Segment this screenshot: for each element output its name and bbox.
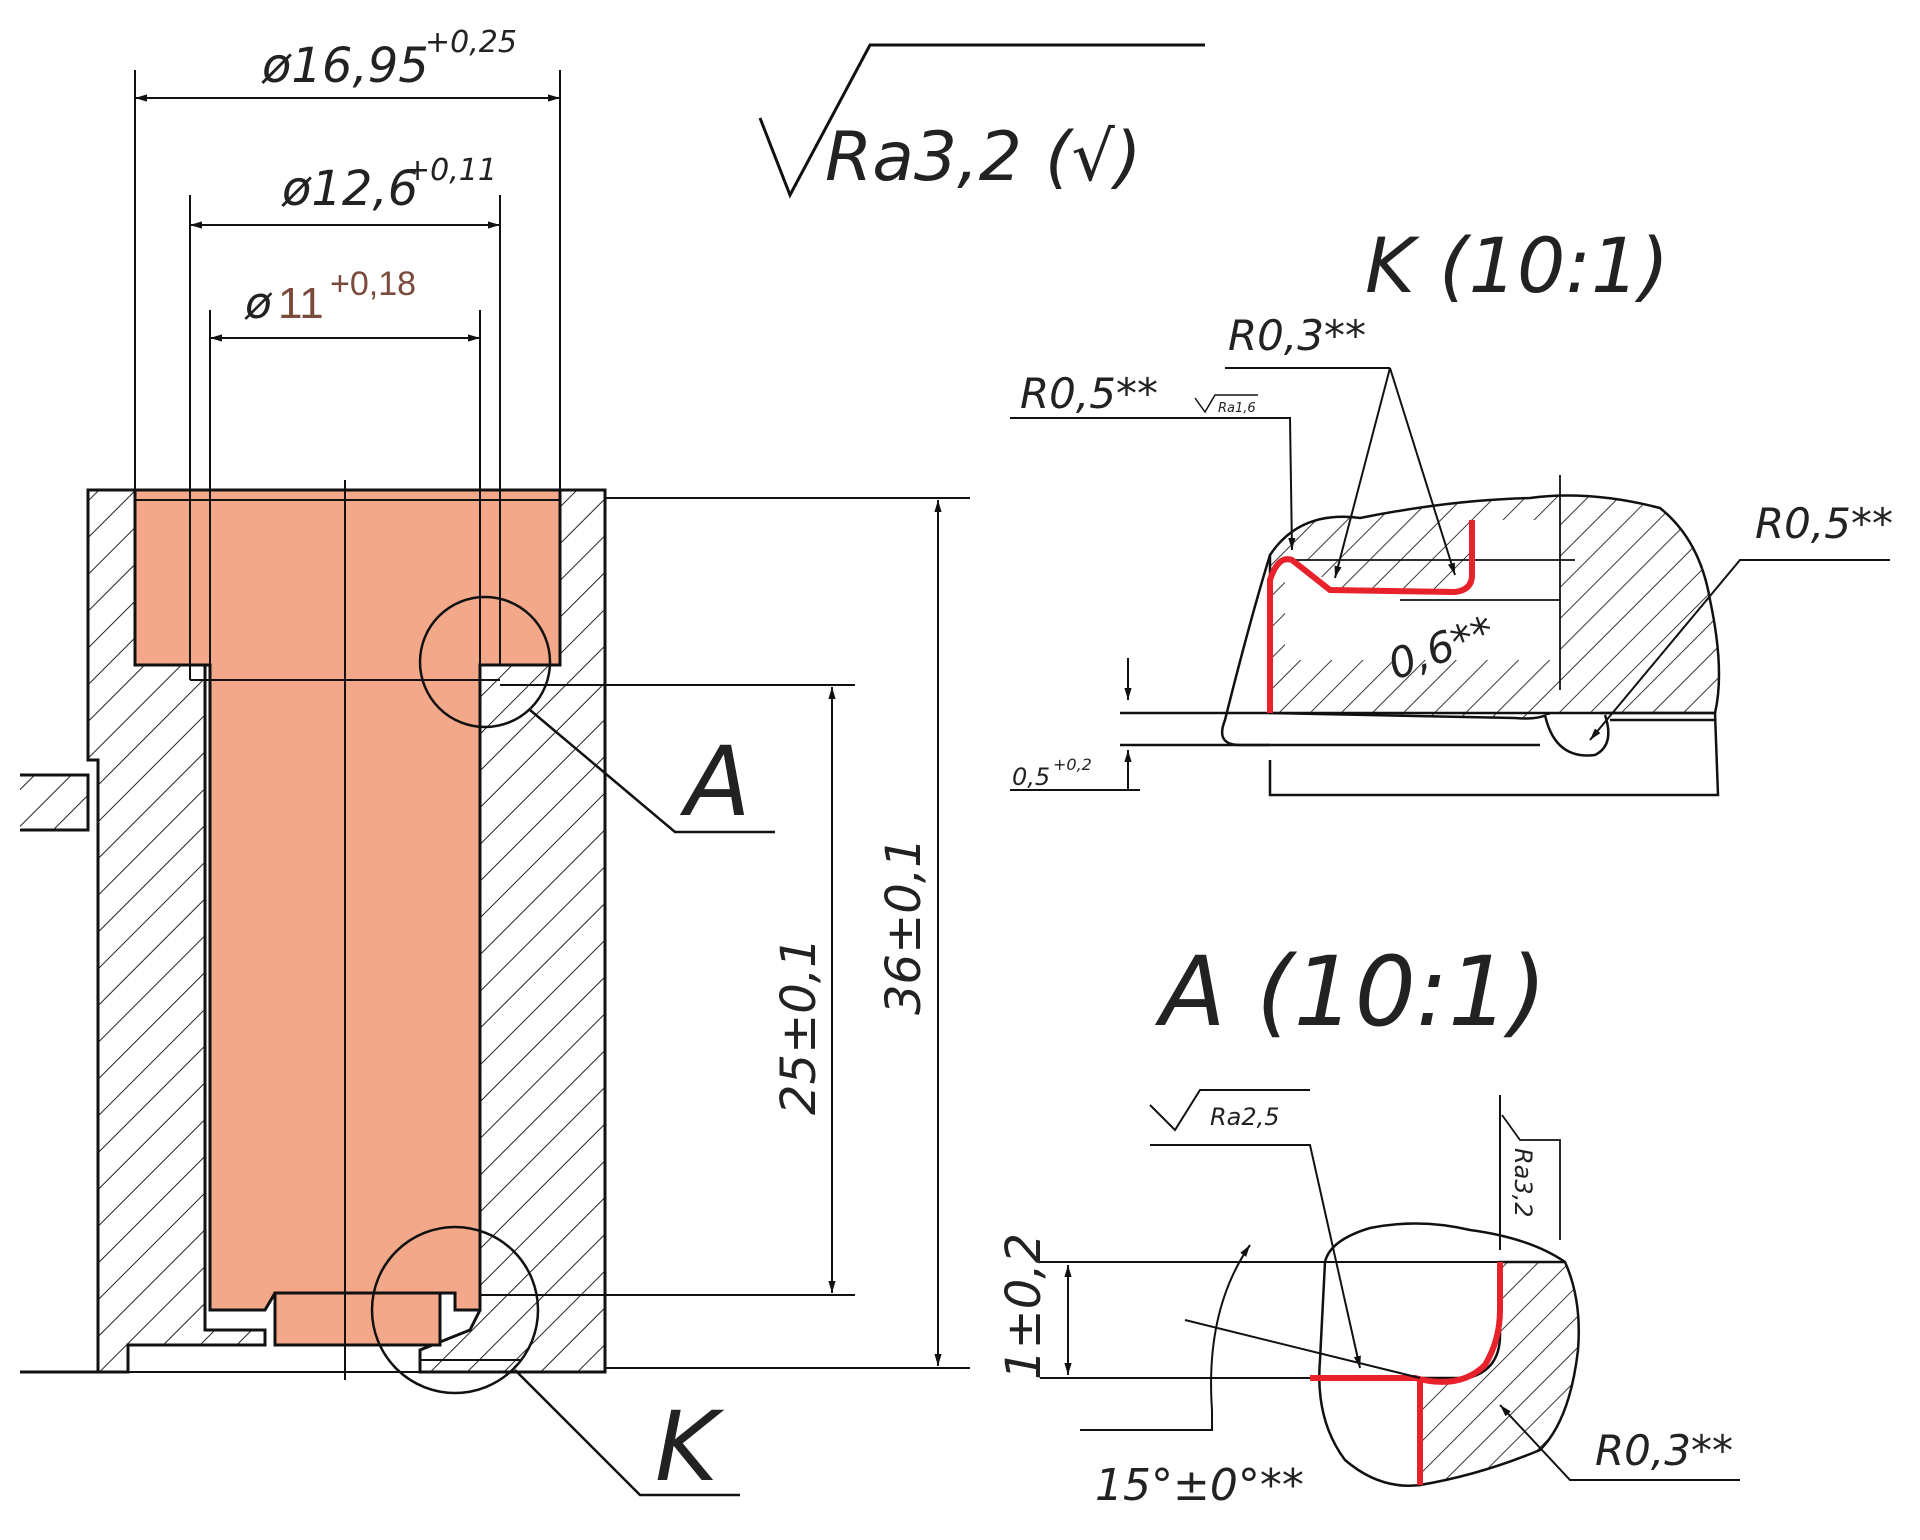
dim-inner-diameter: 11 xyxy=(278,279,324,328)
roughness-general-paren: (√) xyxy=(1045,118,1141,197)
dim-mid-diameter: ø12,6 xyxy=(281,161,418,217)
detail-k-relief xyxy=(1543,714,1610,757)
detail-k-gap-tol: +0,2 xyxy=(1053,755,1092,774)
dim-outer-tolerance: +0,25 xyxy=(425,25,517,60)
callout-label-a: A xyxy=(679,726,751,838)
callout-circle-k xyxy=(370,1225,540,1395)
detail-k-ra16: Ra1,6 xyxy=(1218,401,1256,416)
detail-k-contour-highlight xyxy=(1267,520,1475,713)
general-roughness: Ra3,2 (√) xyxy=(758,43,1205,199)
detail-k-r05-left: R0,5** xyxy=(1020,369,1158,418)
detail-k: K (10:1) R0,3** R0,5** Ra1,6 R0,5** 0,6*… xyxy=(1010,221,1893,797)
detail-a: A (10:1) Ra2,5 Ra3,2 1±0,2 15°±0°** R0,3… xyxy=(996,936,1740,1511)
main-section-view: ø16,95 +0,25 ø12,6 +0,11 ø 11 +0,18 25±0… xyxy=(20,25,970,1503)
bushing-stem xyxy=(273,1291,442,1347)
detail-a-ra32: Ra3,2 xyxy=(1509,1148,1537,1218)
dim-outer-diameter: ø16,95 xyxy=(261,38,429,94)
callout-circle-a xyxy=(418,595,552,729)
detail-a-r03: R0,3** xyxy=(1595,1426,1733,1475)
housing-flange-left xyxy=(20,773,90,832)
detail-k-r03: R0,3** xyxy=(1228,311,1366,360)
detail-a-ra25: Ra2,5 xyxy=(1210,1103,1280,1131)
dim-inner-tolerance: +0,18 xyxy=(330,265,416,303)
detail-k-gap: 0,5 xyxy=(1012,763,1050,791)
detail-a-height: 1±0,2 xyxy=(996,1233,1052,1380)
detail-a-angle: 15°±0°** xyxy=(1095,1460,1304,1511)
callout-label-k: K xyxy=(655,1391,725,1503)
dim-mid-tolerance: +0,11 xyxy=(405,153,497,188)
dim-length-25: 25±0,1 xyxy=(771,937,827,1115)
detail-k-title: K (10:1) xyxy=(1365,221,1669,310)
dim-length-36: 36±0,1 xyxy=(876,837,932,1015)
roughness-general-value: Ra3,2 xyxy=(825,118,1022,197)
detail-k-r05-right: R0,5** xyxy=(1755,499,1893,548)
detail-a-title: A (10:1) xyxy=(1154,936,1547,1048)
detail-a-contour-highlight xyxy=(1310,1262,1503,1485)
dim-inner-symbol: ø xyxy=(244,278,273,329)
